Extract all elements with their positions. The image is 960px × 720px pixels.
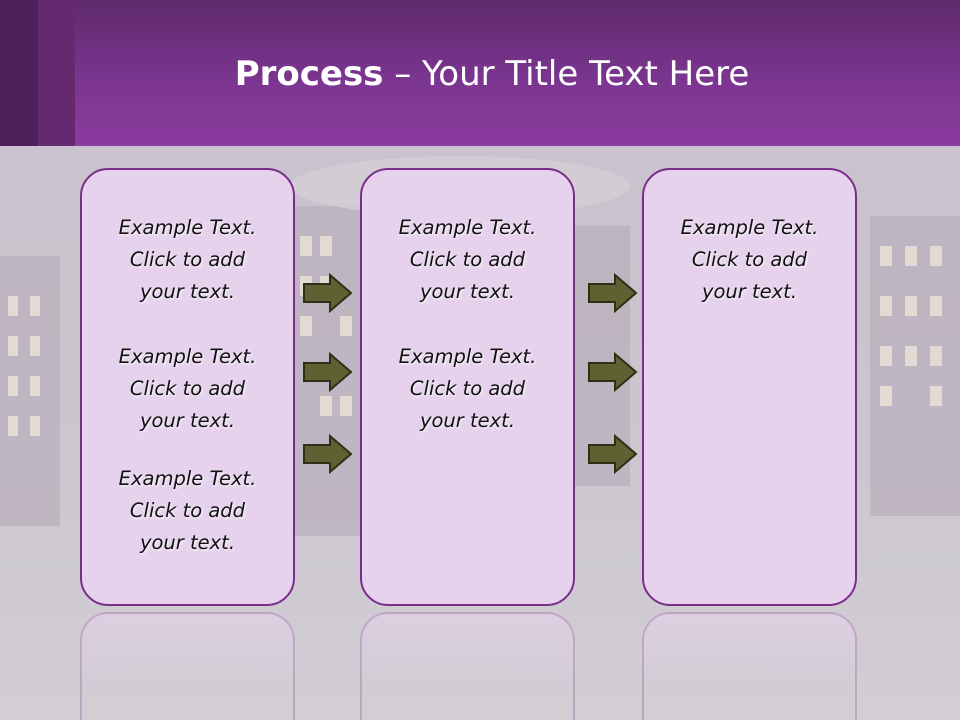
text-line: Example Text. (118, 467, 257, 490)
text-line: Click to add (409, 248, 526, 271)
text-block[interactable]: Example Text. Click to add your text. (362, 341, 573, 437)
text-block[interactable]: Example Text. Click to add your text. (82, 341, 293, 437)
right-arrow-icon[interactable] (588, 273, 638, 313)
right-arrow-icon[interactable] (303, 434, 353, 474)
right-arrow-icon[interactable] (303, 352, 353, 392)
right-arrow-icon[interactable] (303, 273, 353, 313)
text-block[interactable]: Example Text. Click to add your text. (82, 212, 293, 308)
process-panel-3[interactable]: Example Text. Click to add your text. (642, 168, 857, 606)
text-line: Example Text. (398, 216, 537, 239)
text-line: Example Text. (118, 345, 257, 368)
text-line: Click to add (129, 248, 246, 271)
header-accent-stripe (0, 0, 38, 146)
title-bar: Process – Your Title Text Here (0, 0, 960, 146)
title-text: – Your Title Text Here (383, 54, 750, 94)
text-line: your text. (139, 409, 236, 432)
text-line: Example Text. (118, 216, 257, 239)
text-line: your text. (139, 531, 236, 554)
text-line: Click to add (129, 377, 246, 400)
text-block[interactable]: Example Text. Click to add your text. (644, 212, 855, 308)
text-line: your text. (701, 280, 798, 303)
title-bold-text: Process (234, 54, 384, 94)
text-line: your text. (139, 280, 236, 303)
panel-reflection (360, 612, 575, 720)
right-arrow-icon[interactable] (588, 434, 638, 474)
right-arrow-icon[interactable] (588, 352, 638, 392)
text-line: Example Text. (680, 216, 819, 239)
text-line: your text. (419, 409, 516, 432)
panel-reflection (80, 612, 295, 720)
text-line: Click to add (129, 499, 246, 522)
text-block[interactable]: Example Text. Click to add your text. (82, 463, 293, 559)
panel-reflection (642, 612, 857, 720)
slide-title[interactable]: Process – Your Title Text Here (0, 54, 960, 94)
text-line: Click to add (409, 377, 526, 400)
text-line: Example Text. (398, 345, 537, 368)
header-accent-stripe (38, 0, 75, 146)
text-line: Click to add (691, 248, 808, 271)
text-line: your text. (419, 280, 516, 303)
process-panel-2[interactable]: Example Text. Click to add your text. Ex… (360, 168, 575, 606)
text-block[interactable]: Example Text. Click to add your text. (362, 212, 573, 308)
process-panel-1[interactable]: Example Text. Click to add your text. Ex… (80, 168, 295, 606)
